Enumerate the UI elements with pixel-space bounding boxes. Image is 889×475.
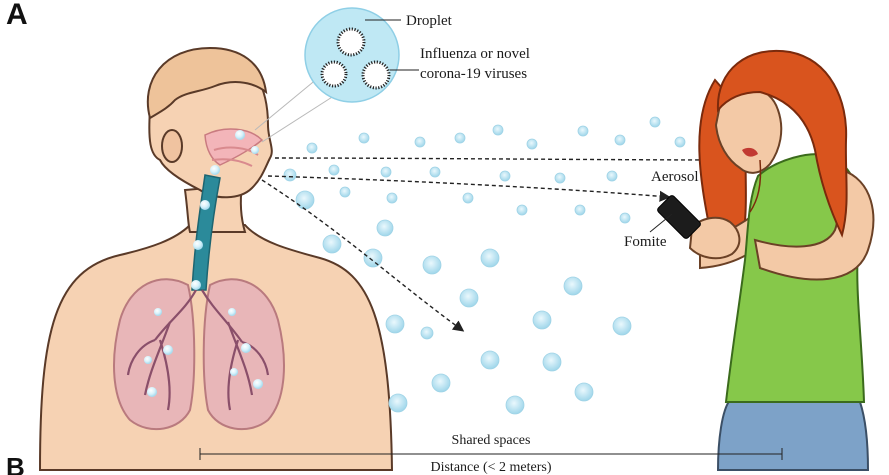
woman-figure — [656, 51, 873, 470]
aerosol-arrow — [275, 158, 740, 160]
aerosol-label: Aerosol — [651, 169, 699, 185]
droplet-label: Droplet — [406, 13, 453, 29]
fomite-leader — [650, 214, 672, 232]
fomite-label: Fomite — [624, 234, 667, 250]
panel-letter-b: B — [6, 452, 25, 475]
virus-label-line1: Influenza or novel — [420, 46, 530, 62]
shared-spaces-label: Shared spaces — [452, 433, 531, 448]
distance-label: Distance (< 2 meters) — [430, 460, 551, 475]
virus-zoom-bubble — [255, 8, 419, 142]
man-figure — [40, 48, 392, 470]
virus-label-line2: corona-19 viruses — [420, 66, 527, 82]
panel-letter-a: A — [6, 0, 28, 31]
